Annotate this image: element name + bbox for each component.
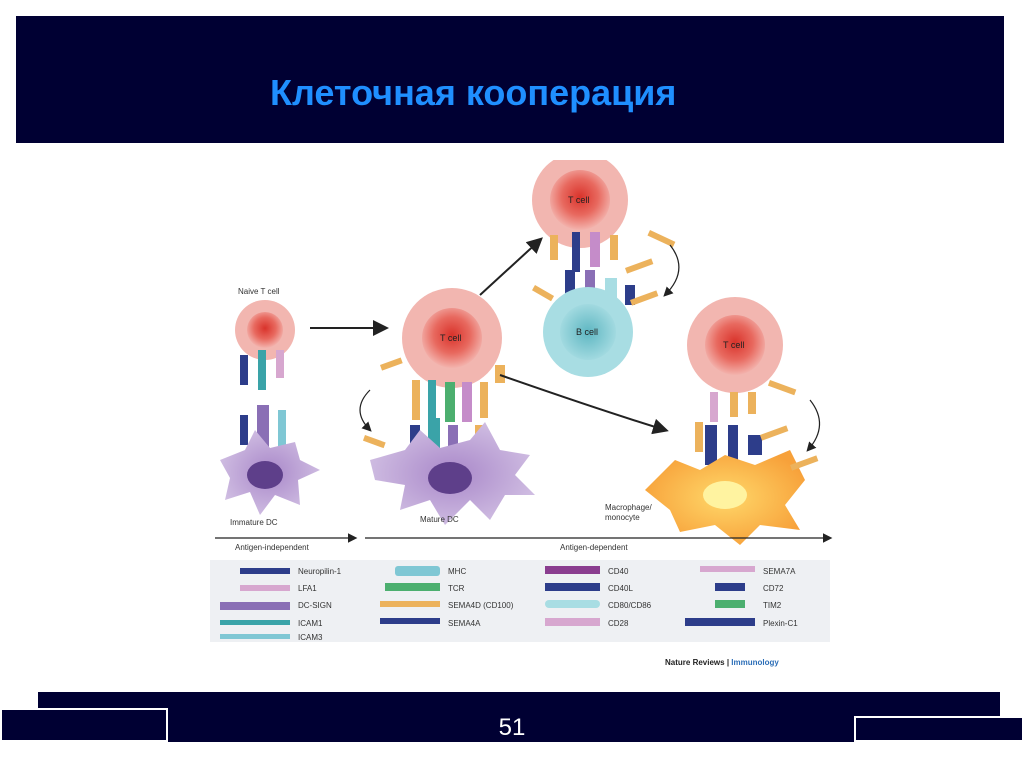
top-side-molecules — [532, 230, 680, 306]
mature-dc: Mature DC — [370, 422, 535, 525]
b-cell-label: B cell — [576, 327, 598, 337]
credit-separator: | — [725, 658, 732, 667]
legend-item: TCR — [448, 584, 465, 593]
credit-journal: Nature Reviews — [665, 658, 725, 667]
naive-receptors — [240, 350, 286, 450]
t-cell-right: T cell — [687, 297, 783, 393]
legend-item: CD72 — [763, 584, 784, 593]
t-cell-top: T cell — [532, 160, 628, 248]
center-side-molecules — [359, 357, 505, 449]
figure-credit: Nature Reviews | Immunology — [665, 658, 779, 667]
legend-item: Neuropilin-1 — [298, 567, 342, 576]
t-cell-top-label: T cell — [568, 195, 589, 205]
legend-item: SEMA4A — [448, 619, 481, 628]
mature-dc-label: Mature DC — [420, 515, 459, 524]
legend-item: CD40L — [608, 584, 633, 593]
title-bar — [16, 16, 1004, 143]
immature-dc-label: Immature DC — [230, 518, 278, 527]
slide-title: Клеточная кооперация — [270, 72, 677, 113]
t-cell-center: T cell — [402, 288, 502, 388]
credit-section: Immunology — [731, 658, 779, 667]
legend-item: Plexin-C1 — [763, 619, 798, 628]
naive-t-cell-label: Naive T cell — [238, 287, 280, 296]
legend-item: CD80/CD86 — [608, 601, 652, 610]
legend-item: SEMA4D (CD100) — [448, 601, 514, 610]
t-cell-right-label: T cell — [723, 340, 744, 350]
b-cell: B cell — [543, 287, 633, 377]
macrophage: Macrophage/ monocyte — [605, 450, 805, 545]
legend-item: CD40 — [608, 567, 629, 576]
immature-dc: Immature DC — [220, 430, 320, 527]
t-cell-center-label: T cell — [440, 333, 461, 343]
legend-item: DC-SIGN — [298, 601, 332, 610]
macrophage-label: Macrophage/ — [605, 503, 652, 512]
antigen-dependent-label: Antigen-dependent — [560, 543, 628, 552]
legend-item: SEMA7A — [763, 567, 796, 576]
antigen-independent-label: Antigen-independent — [235, 543, 310, 552]
legend-item: TIM2 — [763, 601, 782, 610]
legend-item: ICAM3 — [298, 633, 323, 642]
legend-item: MHC — [448, 567, 466, 576]
legend-item: CD28 — [608, 619, 629, 628]
naive-t-cell: Naive T cell — [235, 287, 295, 360]
footer-bar — [38, 692, 1000, 742]
monocyte-label: monocyte — [605, 513, 640, 522]
footer-corner-left — [0, 708, 168, 742]
right-side-molecules — [695, 380, 821, 471]
footer-corner-right — [854, 716, 1024, 742]
legend-item: ICAM1 — [298, 619, 323, 628]
right-receptors — [705, 392, 762, 465]
legend-item: LFA1 — [298, 584, 317, 593]
legend: Neuropilin-1 LFA1 DC-SIGN ICAM1 ICAM3 MH… — [210, 560, 830, 642]
page-number: 51 — [498, 714, 526, 741]
cell-cooperation-diagram: Naive T cell Immature DC T cell Mature D… — [210, 160, 833, 667]
